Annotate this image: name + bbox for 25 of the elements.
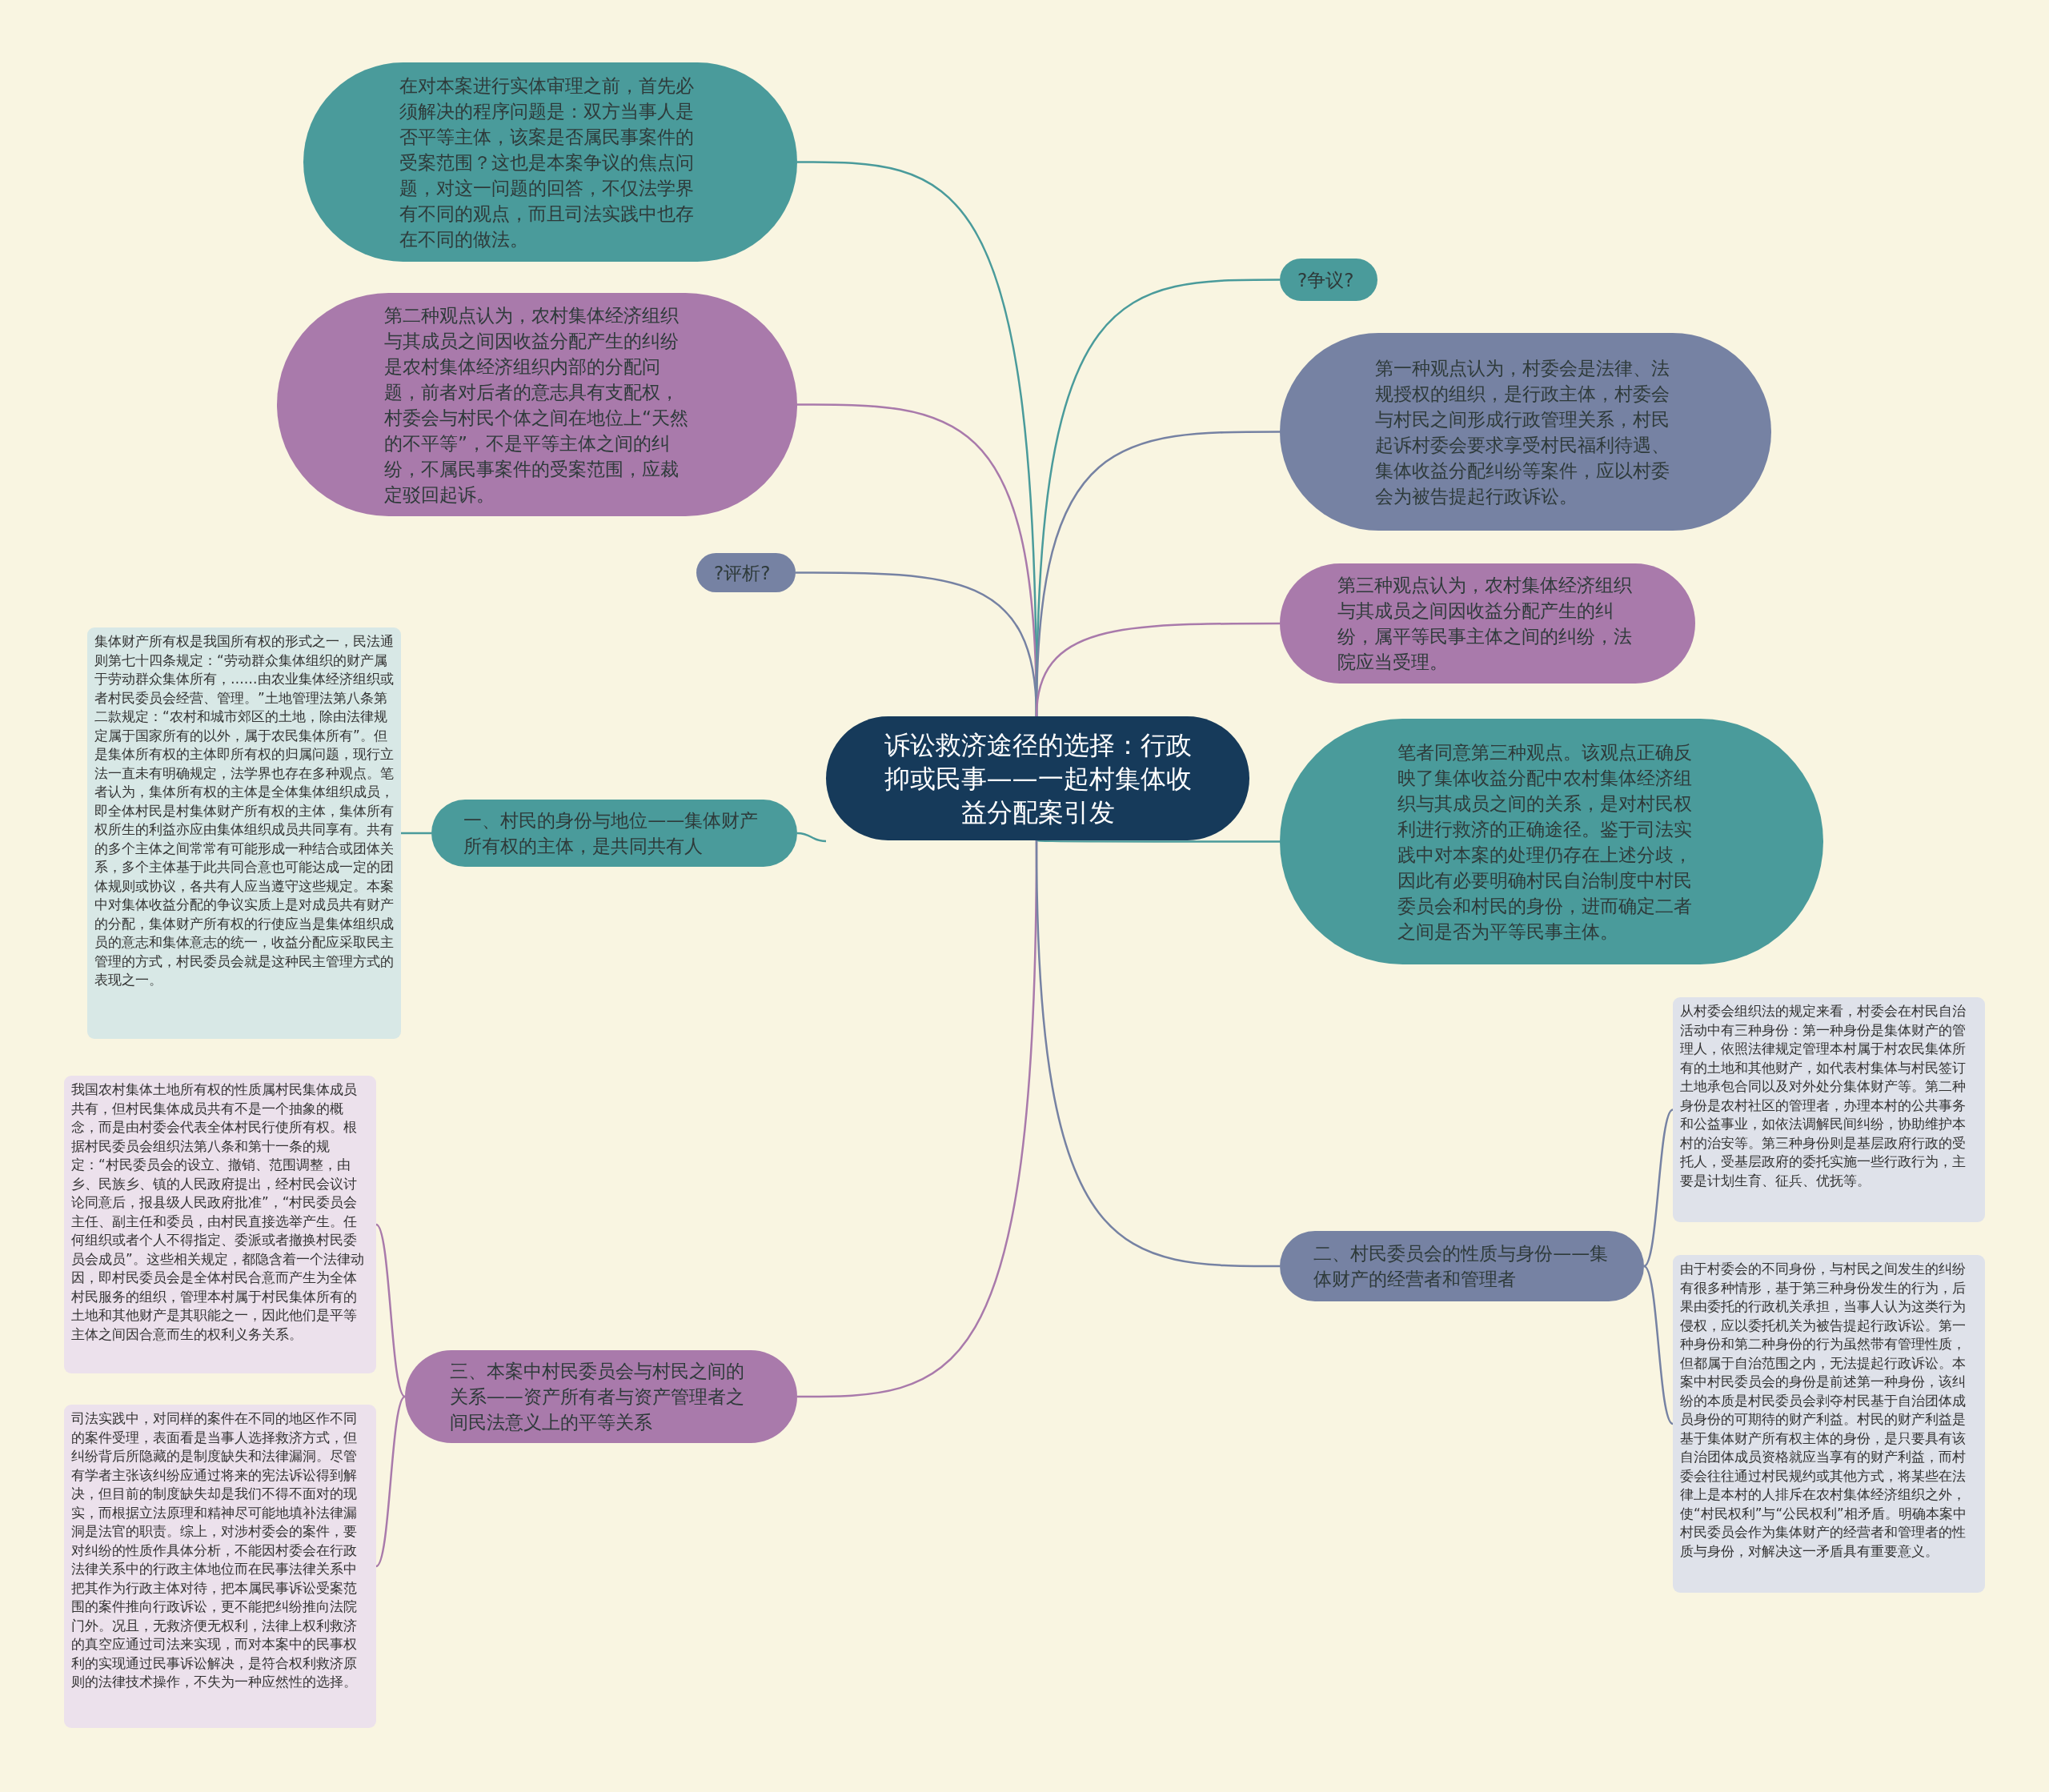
connector-line [1036, 839, 1280, 843]
topic-bubble: 笔者同意第三种观点。该观点正确反映了集体收益分配中农村集体经济组织与其成员之间的关系，是对村民权利进行救济的正确途径。鉴于司法实践中对本案的处理仍存在上述分歧，因此有必要明确村民自治制度中村民委员会和村民的身份，进而确定二者之间是否为平等民事主体。 [1280, 719, 1823, 964]
central-topic: 诉讼救济途径的选择：行政抑或民事——一起村集体收益分配案引发 [826, 716, 1249, 840]
topic-bubble: 三、本案中村民委员会与村民之间的关系——资产所有者与资产管理者之间民法意义上的平等关系 [405, 1350, 797, 1443]
connector-line [1035, 622, 1280, 717]
connector-line [375, 1396, 406, 1567]
connector-line [375, 1224, 406, 1397]
topic-bubble: 在对本案进行实体审理之前，首先必须解决的程序问题是：双方当事人是否平等主体，该案是否属民事案件的受案范围？这也是本案争议的焦点问题，对这一问题的回答，不仅法学界有不同的观点，而且司法实践中也存在不同的做法。 [303, 62, 797, 262]
topic-bubble: 第一种观点认为，村委会是法律、法规授权的组织，是行政主体，村委会与村民之间形成行政管理关系，村民起诉村委会要求享受村民福利待遇、集体收益分配纠纷等案件，应以村委会为被告提起行政诉讼。 [1280, 333, 1771, 531]
connector-line [1643, 1108, 1674, 1267]
topic-bubble: 一、村民的身份与地位——集体财产所有权的主体，是共同共有人 [431, 800, 797, 867]
note-box: 集体财产所有权是我国所有权的形式之一，民法通则第七十四条规定：“劳动群众集体组织的财产属于劳动群众集体所有，……由农业集体经济组织或者村民委员会经营、管理。”土地管理法第八条第二款规定：“农村和城市郊区的土地，除由法律规定属于国家所有的以外，属于农民集体所有”。但是集体所有权的主体即所有权的归属问题，现行立法一直未有明确规定，法学界也存在多种观点。笔者认为，集体所有权的主体是全体集体组织成员，即全体村民是村集体财产所有权的主体，集体所有权所生的利益亦应由集体组织成员共同享有。共有的多个主体之间常常有可能形成一种结合或团体关系，多个主体基于此共同合意也可能达成一定的团体规则或协议，各共有人应当遵守这些规定。本案中对集体收益分配的争议实质上是对成员共有财产的分配，集体财产所有权的行使应当是集体组织成员的意志和集体意志的统一，收益分配应采取民主管理的方式，村民委员会就是这种民主管理方式的表现之一。 [87, 627, 401, 1039]
note-box: 我国农村集体土地所有权的性质属村民集体成员共有，但村民集体成员共有不是一个抽象的概念，而是由村委会代表全体村民行使所有权。根据村民委员会组织法第八条和第十一条的规定：“村民委员会的设立、撤销、范围调整，由乡、民族乡、镇的人民政府提出，经村民会议讨论同意后，报县级人民政府批准”，“村民委员会主任、副主任和委员，由村民直接选举产生。任何组织或者个人不得指定、委派或者撤换村民委员会成员”。这些相关规定，都隐含着一个法律动因，即村民委员会是全体村民合意而产生为全体村民服务的组织，管理本村属于村民集体所有的土地和其他财产是其职能之一，因此他们是平等主体之间因合意而生的权利义务关系。 [64, 1076, 376, 1373]
topic-bubble: 二、村民委员会的性质与身份——集体财产的经营者和管理者 [1280, 1231, 1644, 1301]
connector-line [796, 832, 827, 843]
connector-line [1035, 840, 1280, 1268]
topic-bubble: 第二种观点认为，农村集体经济组织与其成员之间因收益分配产生的纠纷是农村集体经济组织内部的分配问题，前者对后者的意志具有支配权，村委会与村民个体之间在地位上“天然的不平等”，不是平等主体之间的纠纷，不属民事案件的受案范围，应裁定驳回起诉。 [277, 293, 797, 516]
note-box: 由于村委会的不同身份，与村民之间发生的纠纷有很多种情形，基于第三种身份发生的行为，后果由委托的行政机关承担，当事人认为这类行为侵权，应以委托机关为被告提起行政诉讼。第一种身份和第二种身份的行为虽然带有管理性质，但都属于自治范围之内，无法提起行政诉讼。本案中村民委员会的身份是前述第一种身份，该纠纷的本质是村民委员会剥夺村民基于自治团体成员身份的可期待的财产利益。村民的财产利益是基于集体财产所有权主体的身份，是只要具有该自治团体成员资格就应当享有的财产利益，而村委会往往通过村民规约或其他方式，将某些在法律上是本村的人排斥在农村集体经济组织之外，使“村民权利”与“公民权利”相矛盾。明确本案中村民委员会作为集体财产的经营者和管理者的性质与身份，对解决这一矛盾具有重要意义。 [1673, 1255, 1985, 1593]
topic-bubble: ?争议? [1280, 259, 1377, 301]
connector-line [401, 832, 431, 835]
topic-bubble: 第三种观点认为，农村集体经济组织与其成员之间因收益分配产生的纠纷，属平等民事主体之间的纠纷，法院应当受理。 [1280, 563, 1695, 684]
note-box: 从村委会组织法的规定来看，村委会在村民自治活动中有三种身份：第一种身份是集体财产的管理人，依照法律规定管理本村属于村农民集体所有的土地和其他财产，如代表村集体与村民签订土地承包合同以及对外处分集体财产等。第二种身份是农村社区的管理者，办理本村的公共事务和公益事业，如依法调解民间纠纷，协助维护本村的治安等。第三种身份则是基层政府行政的受托人，受基层政府的委托实施一些行政行为，主要是计划生育、征兵、优抚等。 [1673, 997, 1985, 1222]
note-box: 司法实践中，对同样的案件在不同的地区作不同的案件受理，表面看是当事人选择救济方式，但纠纷背后所隐藏的是制度缺失和法律漏洞。尽管有学者主张该纠纷应通过将来的宪法诉讼得到解决，但目前的制度缺失却是我们不得不面对的现实，而根据立法原理和精神尽可能地填补法律漏洞是法官的职责。综上，对涉村委会的案件，要对纠纷的性质作具体分析，不能因村委会在行政法律关系中的行政主体地位而在民事法律关系中把其作为行政主体对待，把本属民事诉讼受案范围的案件推向行政诉讼，更不能把纠纷推向法院门外。况且，无救济便无权利，法律上权利救济的真空应通过司法来实现，而对本案中的民事权利的实现通过民事诉讼解决，是符合权利救济原则的法律技术操作，不失为一种应然性的选择。 [64, 1405, 376, 1728]
connector-line [1643, 1265, 1674, 1425]
topic-bubble: ?评析? [696, 553, 796, 592]
